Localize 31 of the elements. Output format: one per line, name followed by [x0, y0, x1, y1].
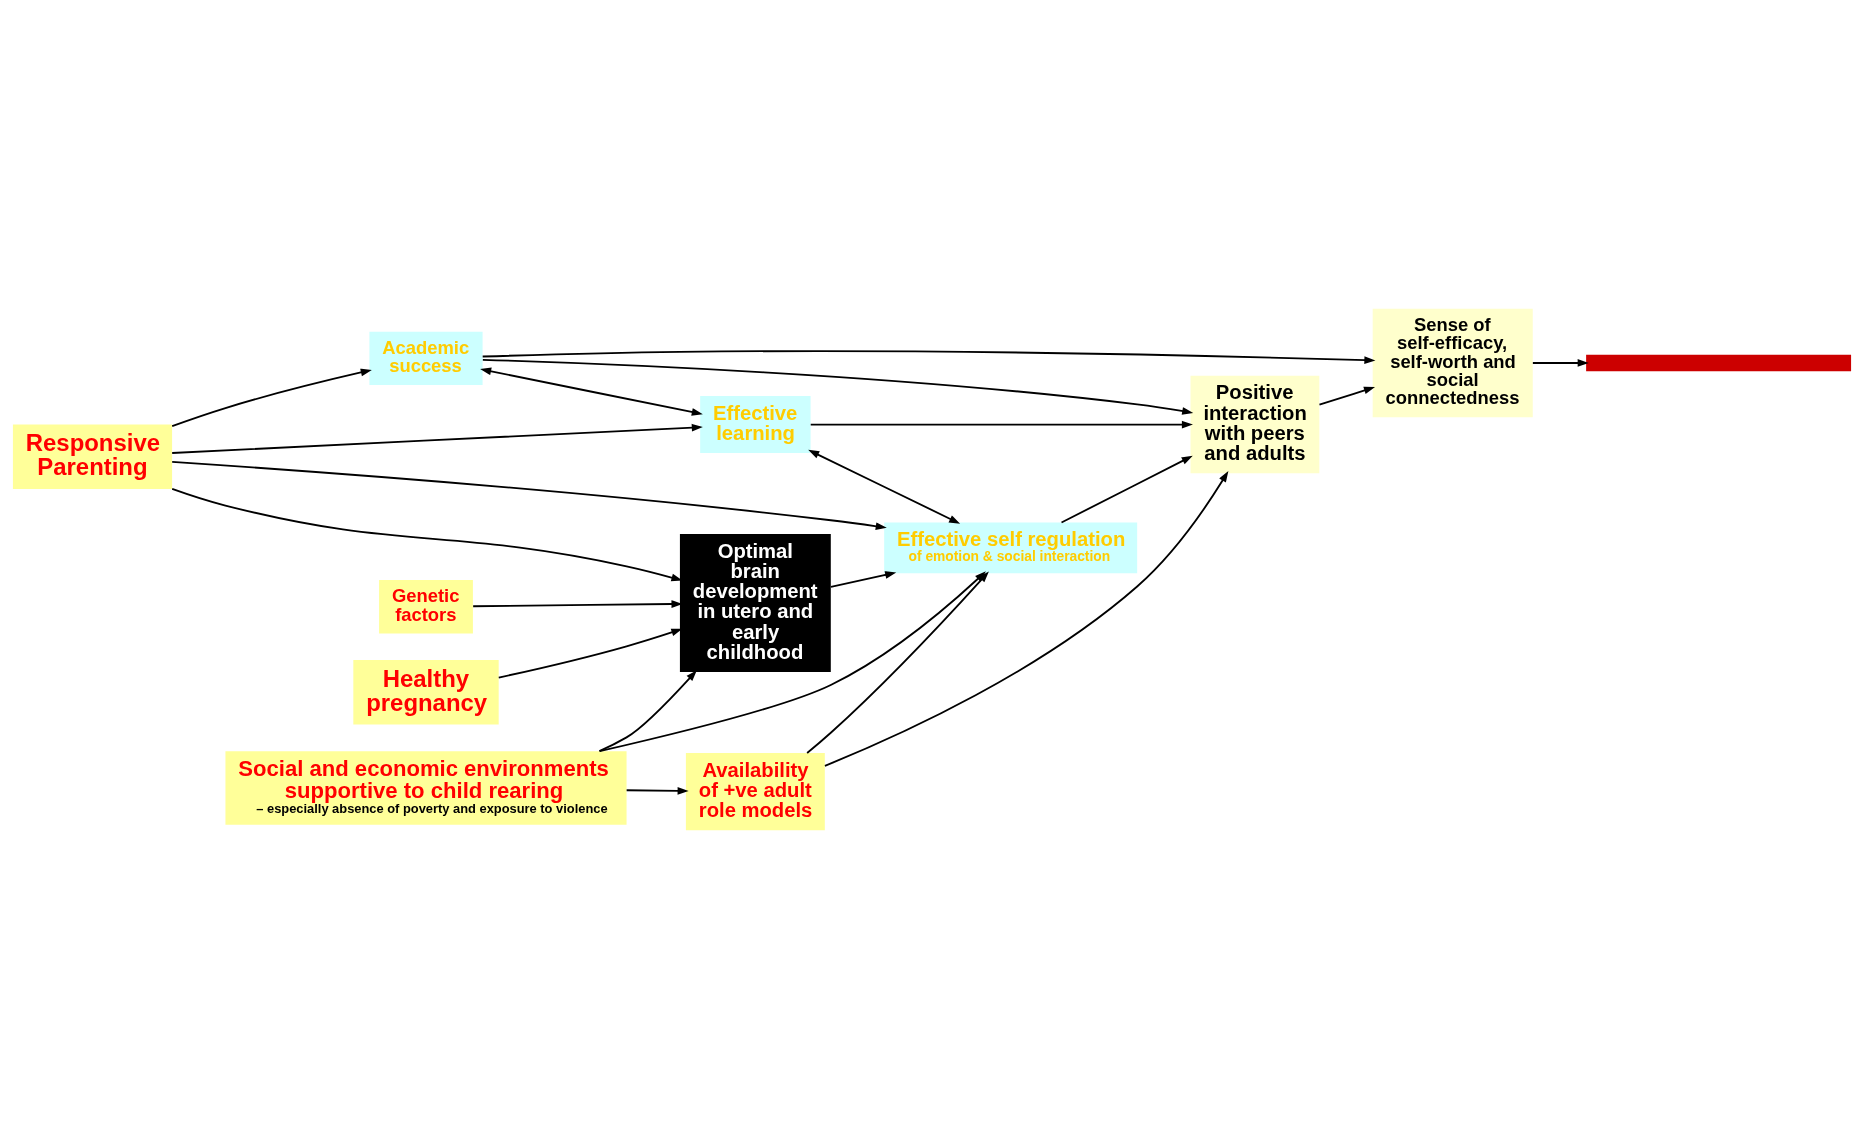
node-box: Sense of self-efficacy, self-worth and social connectedness: [1372, 308, 1533, 418]
arrow: [171, 460, 887, 531]
arrow: [1318, 386, 1376, 406]
arrow: [480, 367, 703, 416]
arrow: [830, 571, 897, 588]
arrow: [598, 571, 986, 753]
arrow: [809, 420, 1193, 429]
arrow: [481, 350, 1376, 365]
node-box: Availability of +ve adult role models: [685, 753, 825, 831]
node-box: Academic success: [369, 331, 483, 386]
arrow: [497, 628, 683, 679]
node-box: Effective self regulation of emotion & social interaction: [884, 522, 1138, 574]
node-box: Positive interaction with peers and adults: [1190, 375, 1320, 474]
arrow: [171, 487, 683, 582]
arrow: [824, 471, 1229, 767]
node-box: Responsive Parenting: [12, 424, 173, 489]
arrow: [171, 368, 372, 428]
arrow: [808, 449, 961, 524]
arrow: [481, 358, 1194, 415]
node-box: Social and economic environments supportive to child rearing – especially absence of poverty and exposure to violence: [225, 751, 627, 825]
node-box: Effective learning: [700, 396, 811, 454]
arrow: [1060, 455, 1193, 524]
arrow: [472, 600, 683, 608]
arrow: [1531, 359, 1589, 367]
arrow: [171, 423, 703, 454]
node-bar: [1586, 354, 1852, 372]
arrow: [625, 786, 689, 795]
node-box: Genetic factors: [379, 580, 473, 634]
arrow: [598, 670, 697, 753]
node-box: Optimal brain development in utero and early childhood: [679, 534, 831, 673]
node-box: Healthy pregnancy: [353, 660, 499, 725]
